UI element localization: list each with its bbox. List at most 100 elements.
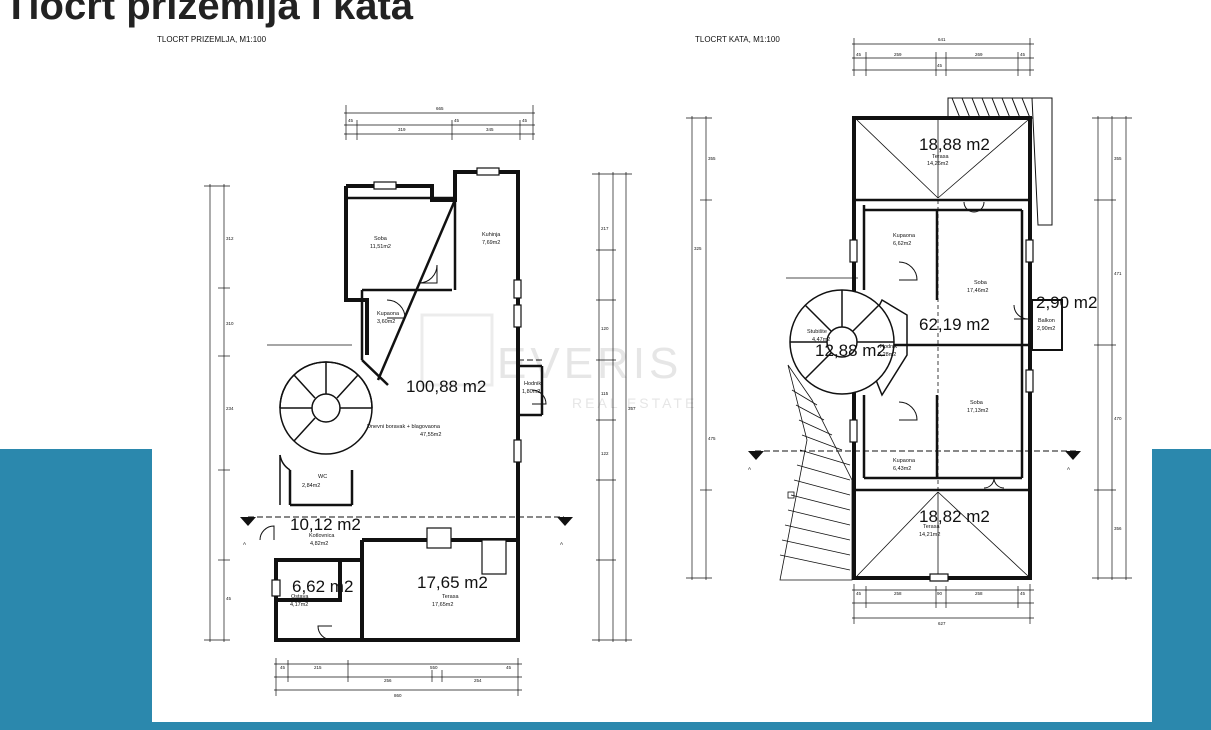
uf-room-kupaona-top-name: Kupaona [893, 233, 916, 239]
uf-room-stubiste-name: Stubište [807, 329, 827, 335]
gf-dim-top-5: 45 [522, 118, 528, 123]
gf-room-kotlovnica-name: Kotlovnica [309, 533, 335, 539]
accent-band-left [0, 449, 152, 730]
uf-dim-bot-4: 258 [975, 591, 983, 596]
gf-room-kotlovnica-area: 4,82m2 [310, 541, 328, 547]
uf-room-terasa-bottom-name: Terasa [923, 524, 940, 530]
gf-room-ostava-area: 4,17m2 [290, 602, 308, 608]
uf-dim-top-1: 45 [856, 52, 862, 57]
uf-room-hodnik-name: Hodnik [880, 344, 897, 350]
gf-room-dnevni-name: Dnevni boravak + blagovaona [367, 424, 441, 430]
gf-dim-bot-4: 45 [506, 665, 512, 670]
gf-room-terasa-area: 17,65m2 [432, 602, 453, 608]
uf-dim-bot-total: 627 [938, 621, 946, 626]
gf-room-soba-name: Soba [374, 236, 388, 242]
uf-room-soba-top-name: Soba [974, 280, 988, 286]
accent-band-right [1152, 449, 1211, 730]
ground-floor-caption: TLOCRT PRIZEMLJA, M1:100 [157, 35, 267, 44]
watermark-tagline: REAL ESTATE [572, 395, 697, 411]
uf-dim-top-4: 269 [975, 52, 983, 57]
gf-room-hodnik-area: 1,80m2 [522, 389, 540, 395]
gf-terrace-area: 17,65 m2 [417, 573, 488, 592]
uf-room-soba-bottom-name: Soba [970, 400, 984, 406]
gf-boiler-area: 10,12 m2 [290, 515, 361, 534]
uf-room-balkon-area: 2,90m2 [1037, 326, 1055, 332]
gf-dim-top-3: 45 [454, 118, 460, 123]
uf-section-mark-right: A [1067, 466, 1070, 471]
gf-dim-bot-1: 45 [280, 665, 286, 670]
uf-dim-right-1: 355 [1114, 156, 1122, 161]
uf-room-kupaona-bottom-area: 6,43m2 [893, 466, 911, 472]
uf-dim-bot-1: 45 [856, 591, 862, 596]
uf-dim-bot-2: 258 [894, 591, 902, 596]
watermark-brand: EVERIS [497, 339, 682, 388]
gf-dim-bot-6: 254 [474, 678, 482, 683]
gf-dim-right-3: 115 [601, 391, 609, 396]
gf-room-wc-name: WC [318, 474, 327, 480]
gf-dim-right-1: 217 [601, 226, 609, 231]
gf-room-terasa-name: Terasa [442, 594, 459, 600]
uf-dim-right-3: 470 [1114, 416, 1122, 421]
gf-dim-left-4: 45 [226, 596, 232, 601]
uf-dim-bot-5: 45 [1020, 591, 1026, 596]
gf-dim-bot-2: 215 [314, 665, 322, 670]
gf-dim-left-1: 312 [226, 236, 234, 241]
accent-band-bottom [0, 722, 1211, 730]
gf-room-soba-area: 11,51m2 [370, 244, 391, 250]
gf-dim-top-total: 665 [436, 106, 444, 111]
gf-room-hodnik-name: Hodnik [524, 381, 541, 387]
uf-room-balkon-name: Balkon [1038, 318, 1055, 324]
gf-room-kupaona-area: 3,60m2 [377, 319, 395, 325]
gf-room-kuhinja-area: 7,69m2 [482, 240, 500, 246]
gf-dim-bot-3: 550 [430, 665, 438, 670]
floor-plans-drawing: EVERIS REAL ESTATE TLOCRT PRIZEMLJA, M1:… [157, 35, 1132, 698]
uf-dim-top-3: 45 [937, 63, 943, 68]
uf-dim-left-2: 325 [694, 246, 702, 251]
floor-plan-sheet: EVERIS REAL ESTATE TLOCRT PRIZEMLJA, M1:… [152, 0, 1152, 722]
upper-floor-caption: TLOCRT KATA, M1:100 [695, 35, 780, 44]
gf-storage-area: 6,62 m2 [292, 577, 353, 596]
gf-dim-right-4: 122 [601, 451, 609, 456]
uf-room-soba-bottom-area: 17,13m2 [967, 408, 988, 414]
uf-room-kupaona-top-area: 6,62m2 [893, 241, 911, 247]
uf-dim-top-5: 45 [1020, 52, 1026, 57]
uf-stair-area: 12,88 m2 [815, 341, 886, 360]
uf-dim-right-4: 356 [1114, 526, 1122, 531]
uf-room-terasa-top-area: 14,26m2 [927, 161, 948, 167]
uf-dim-right-2: 471 [1114, 271, 1122, 276]
uf-dim-bot-3: 90 [937, 591, 943, 596]
gf-dim-left-2: 310 [226, 321, 234, 326]
uf-dim-left-1: 355 [708, 156, 716, 161]
gf-room-kuhinja-name: Kuhinja [482, 232, 501, 238]
uf-terrace-top-area: 18,88 m2 [919, 135, 990, 154]
uf-dim-top-total: 641 [938, 37, 946, 42]
gf-dim-right-2: 120 [601, 326, 609, 331]
uf-room-terasa-bottom-area: 14,21m2 [919, 532, 940, 538]
gf-dim-left-3: 234 [226, 406, 234, 411]
ground-section-mark-left: A [243, 541, 246, 546]
gf-dim-bot-total: 860 [394, 693, 402, 698]
gf-room-wc-area: 2,84m2 [302, 483, 320, 489]
uf-room-kupaona-bottom-name: Kupaona [893, 458, 916, 464]
uf-room-hodnik-area: 5,28m2 [878, 352, 896, 358]
gf-room-dnevni-area: 47,55m2 [420, 432, 441, 438]
gf-dim-right-5: 357 [628, 406, 636, 411]
uf-section-mark-left: A [748, 466, 751, 471]
gf-dim-top-4: 345 [486, 127, 494, 132]
uf-room-stubiste-area: 4,47m2 [812, 337, 830, 343]
ground-section-mark-right: A [560, 541, 563, 546]
uf-total-area: 62,19 m2 [919, 315, 990, 334]
gf-dim-top-2: 319 [398, 127, 406, 132]
upper-floor-plan: TLOCRT KATA, M1:100 [686, 35, 1132, 626]
uf-room-soba-top-area: 17,46m2 [967, 288, 988, 294]
gf-room-kupaona-name: Kupaona [377, 311, 400, 317]
gf-dim-top-1: 45 [348, 118, 354, 123]
gf-room-ostava-name: Ostava [291, 594, 309, 600]
uf-room-terasa-top-name: Terasa [932, 154, 949, 160]
uf-dim-left-3: 475 [708, 436, 716, 441]
uf-dim-top-2: 259 [894, 52, 902, 57]
uf-balcony-area: 2,90 m2 [1036, 293, 1097, 312]
gf-total-area: 100,88 m2 [406, 377, 486, 396]
gf-dim-bot-5: 256 [384, 678, 392, 683]
uf-terrace-bottom-area: 18,82 m2 [919, 507, 990, 526]
